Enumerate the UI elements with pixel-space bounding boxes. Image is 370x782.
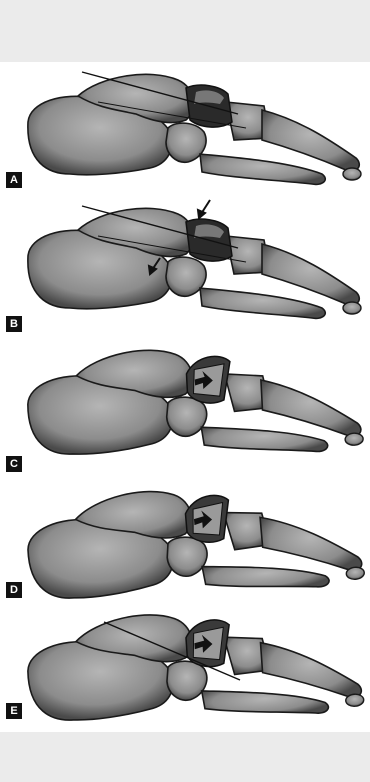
panel-d: D <box>0 476 370 610</box>
panel-label-b: B <box>6 316 22 332</box>
panel-label-d: D <box>6 582 22 598</box>
foot-illustration-a <box>0 62 370 196</box>
panel-b: B <box>0 196 370 330</box>
foot-illustration-c <box>0 336 370 470</box>
panel-c: C <box>0 336 370 470</box>
arrows-b <box>0 196 370 330</box>
panel-label-e: E <box>6 703 22 719</box>
bottom-gray-band <box>0 732 370 782</box>
top-gray-band <box>0 0 370 62</box>
arrow-icon <box>149 200 210 274</box>
guide-line-e <box>0 600 370 734</box>
foot-illustration-d <box>0 476 370 610</box>
panel-a: A <box>0 62 370 196</box>
panel-e: E <box>0 600 370 734</box>
panel-label-c: C <box>6 456 22 472</box>
panel-label-a: A <box>6 172 22 188</box>
